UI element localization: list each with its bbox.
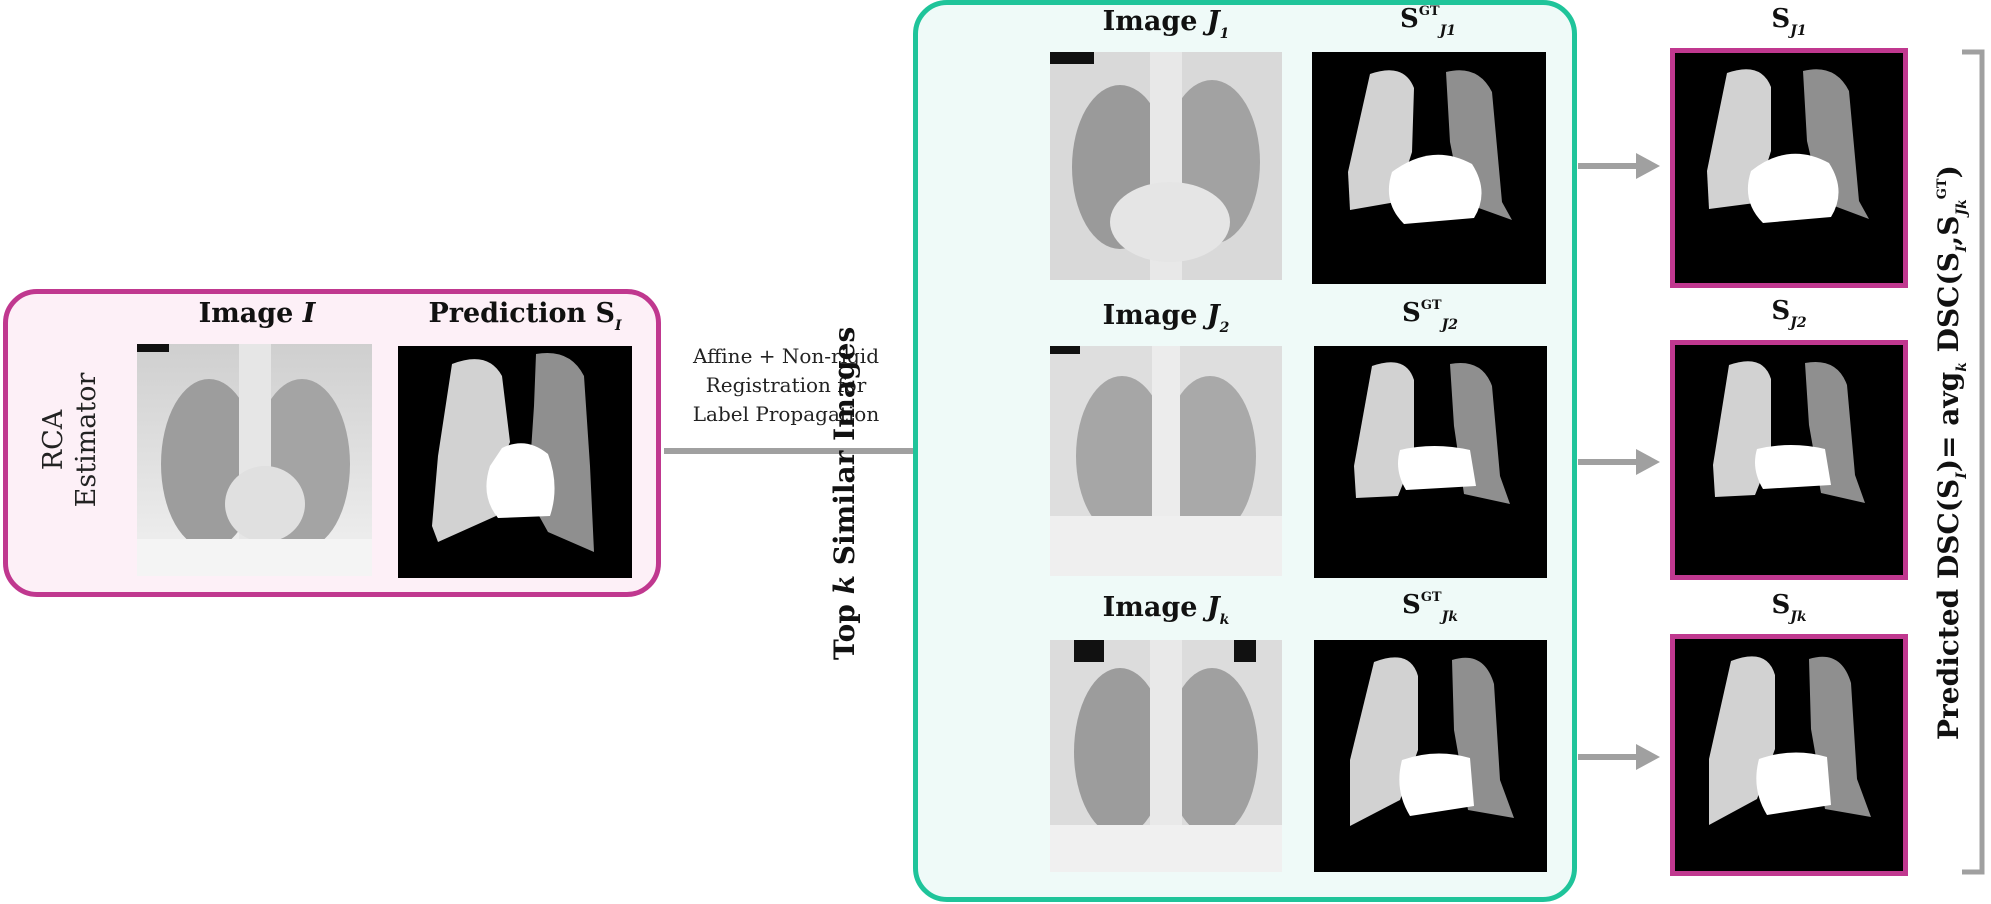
output-sj1-mask <box>1670 48 1908 288</box>
image-j2-xray <box>1050 346 1282 576</box>
image-j2-title: Image J2 <box>1102 300 1230 336</box>
prediction-title: Prediction SI <box>428 298 622 334</box>
gt-jk-title: SGTJk <box>1402 590 1458 625</box>
image-j1-title: Image J1 <box>1102 6 1230 42</box>
prediction-mask <box>398 346 632 578</box>
output-sjk-mask <box>1670 634 1908 876</box>
gt-jk-mask <box>1314 640 1547 872</box>
gt-j2-title: SGTJ2 <box>1402 298 1458 333</box>
gt-j1-title: SGTJ1 <box>1400 4 1456 39</box>
image-i-title: Image I <box>198 298 316 329</box>
image-i-xray <box>137 344 372 576</box>
image-jk-title: Image Jk <box>1102 592 1230 628</box>
registration-label: Affine + Non-rigid Registration for Labe… <box>692 344 880 426</box>
gt-j1-mask <box>1312 52 1546 284</box>
output-sj2-mask <box>1670 340 1908 580</box>
output-sj2-title: SJ2 <box>1771 296 1807 331</box>
image-j1-xray <box>1050 52 1282 280</box>
top-k-label: Top k Similar Images <box>828 326 861 660</box>
output-sj1-title: SJ1 <box>1771 4 1807 39</box>
gt-j2-mask <box>1314 346 1547 578</box>
predicted-dsc-label: Predicted DSC(SI)= avgk DSC(SI,SJkGT) <box>1932 165 1970 740</box>
image-jk-xray <box>1050 640 1282 872</box>
output-sjk-title: SJk <box>1771 590 1807 625</box>
